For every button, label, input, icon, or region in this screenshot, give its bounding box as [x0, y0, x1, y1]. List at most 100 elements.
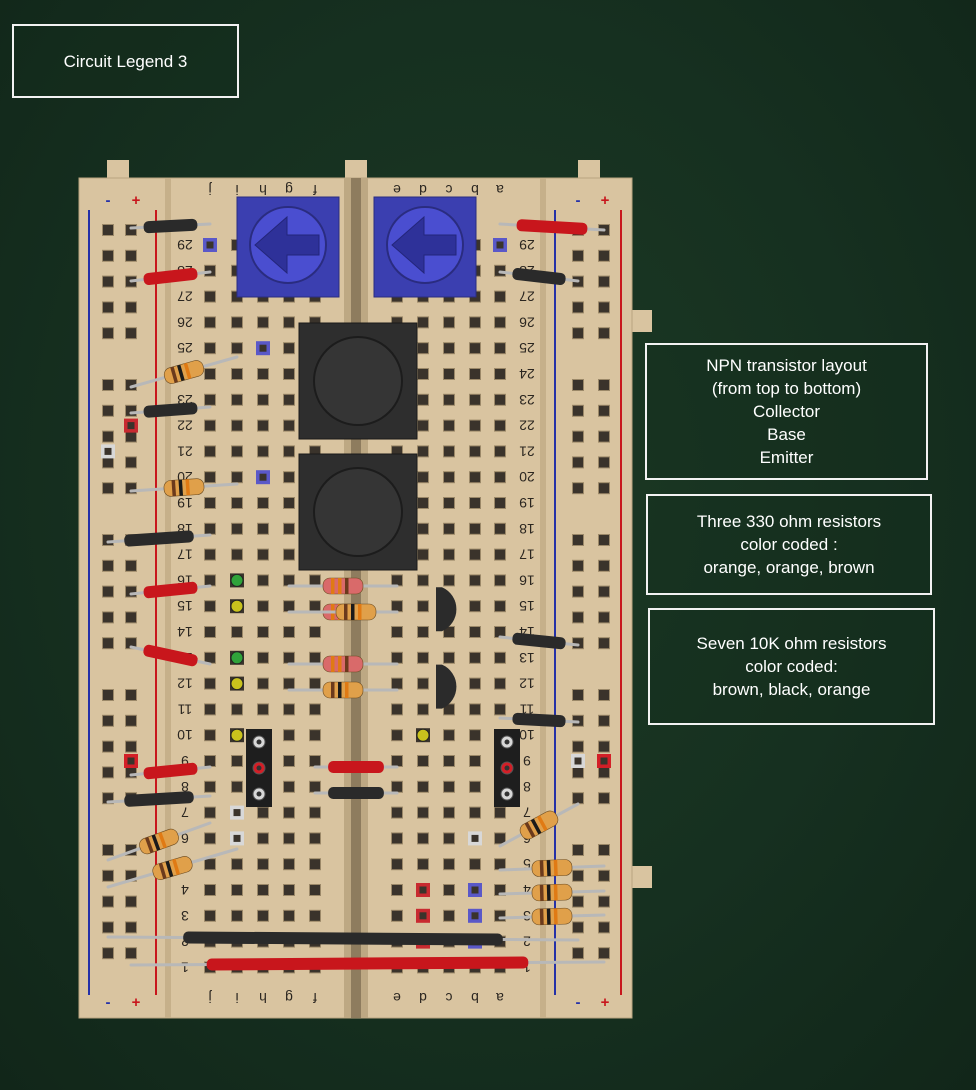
rail-hole [125, 301, 137, 314]
resistor-band [170, 366, 178, 383]
hole-marker-inner [127, 422, 135, 430]
resistor-band [165, 860, 174, 878]
hole [257, 316, 269, 329]
hole [469, 548, 481, 561]
board-tab [630, 866, 652, 888]
row-number-label: 2 [523, 934, 531, 950]
resistor-band [524, 821, 536, 838]
npn-transistor-note: NPN transistor layout (from top to botto… [645, 343, 928, 480]
hole [283, 445, 295, 458]
hole-marker-inner [574, 757, 582, 765]
rail-hole [572, 301, 584, 314]
center-trench-groove [351, 178, 361, 1018]
hole [469, 445, 481, 458]
black-jumper-wire [512, 268, 566, 285]
resistor-band [338, 682, 342, 698]
hole [283, 832, 295, 845]
led [230, 728, 244, 742]
row-number-label: 23 [519, 392, 535, 408]
resistor-band [536, 815, 548, 832]
hole [391, 703, 403, 716]
breadboard-components [101, 196, 611, 971]
resistor-band [158, 832, 167, 849]
hole [257, 445, 269, 458]
row-number-label: 15 [519, 598, 535, 614]
row-number-label: 14 [177, 624, 193, 640]
resistor [531, 883, 573, 902]
column-letter-label: c [446, 182, 453, 198]
rail-hole [572, 611, 584, 624]
hole [257, 858, 269, 871]
hole [469, 651, 481, 664]
hole [469, 393, 481, 406]
rail-minus-label: - [576, 192, 581, 209]
rail-hole [572, 766, 584, 779]
hole [283, 884, 295, 896]
hole [443, 497, 455, 509]
pin-header-pin-center [504, 765, 510, 771]
rail-hole [598, 559, 610, 572]
r10k-note-line: brown, black, orange [712, 680, 871, 699]
row-number-label: 27 [177, 289, 193, 305]
hole [204, 368, 216, 380]
hole [283, 419, 295, 432]
hole [204, 445, 216, 458]
hole [309, 780, 321, 793]
resistor [322, 655, 364, 673]
hole-marker-inner [419, 886, 427, 894]
rail-hole [598, 456, 610, 469]
hole-marker-inner [127, 757, 135, 765]
hole [204, 832, 216, 845]
resistor-band [172, 858, 181, 876]
black-jumper-wire [124, 791, 194, 807]
rail-hole [102, 792, 114, 805]
hole-marker-inner [471, 834, 479, 842]
rail-hole [102, 766, 114, 779]
hole [443, 884, 455, 896]
hole [494, 548, 506, 561]
hole [283, 755, 295, 767]
hole [231, 368, 243, 380]
hole [443, 729, 455, 742]
board-notch [345, 160, 367, 182]
hole [231, 703, 243, 716]
push-button-cap [313, 467, 403, 557]
resistor-band [546, 884, 551, 901]
rail-hole [598, 327, 610, 340]
hole [417, 342, 429, 355]
black-jumper-wire [512, 632, 566, 650]
column-letter-label: i [235, 182, 238, 198]
hole [469, 858, 481, 871]
rail-hole [572, 559, 584, 572]
resistor-band [539, 884, 544, 901]
hole [417, 497, 429, 509]
rail-hole [102, 844, 114, 856]
hole [283, 522, 295, 535]
resistor-band [344, 604, 348, 620]
hole [204, 497, 216, 509]
hole [204, 548, 216, 561]
npn-transistor [436, 587, 457, 632]
hole [283, 471, 295, 484]
row-number-label: 10 [177, 727, 193, 743]
resistor [322, 577, 364, 595]
resistor-band [178, 479, 184, 496]
hole [417, 780, 429, 793]
rail-hole [125, 895, 137, 908]
hole [257, 703, 269, 716]
led [230, 677, 244, 691]
row-number-label: 13 [519, 650, 535, 666]
rail-hole [102, 534, 114, 546]
hole [231, 316, 243, 329]
column-letter-label: a [496, 990, 504, 1006]
hole [494, 703, 506, 716]
row-number-label: 19 [519, 495, 535, 511]
red-jumper-wire [143, 762, 198, 780]
rail-hole [102, 224, 114, 236]
resistor-band [331, 656, 335, 672]
rail-hole [125, 327, 137, 340]
rail-hole [102, 895, 114, 908]
hole [391, 884, 403, 896]
hole [283, 677, 295, 690]
column-letter-label: e [393, 182, 401, 198]
